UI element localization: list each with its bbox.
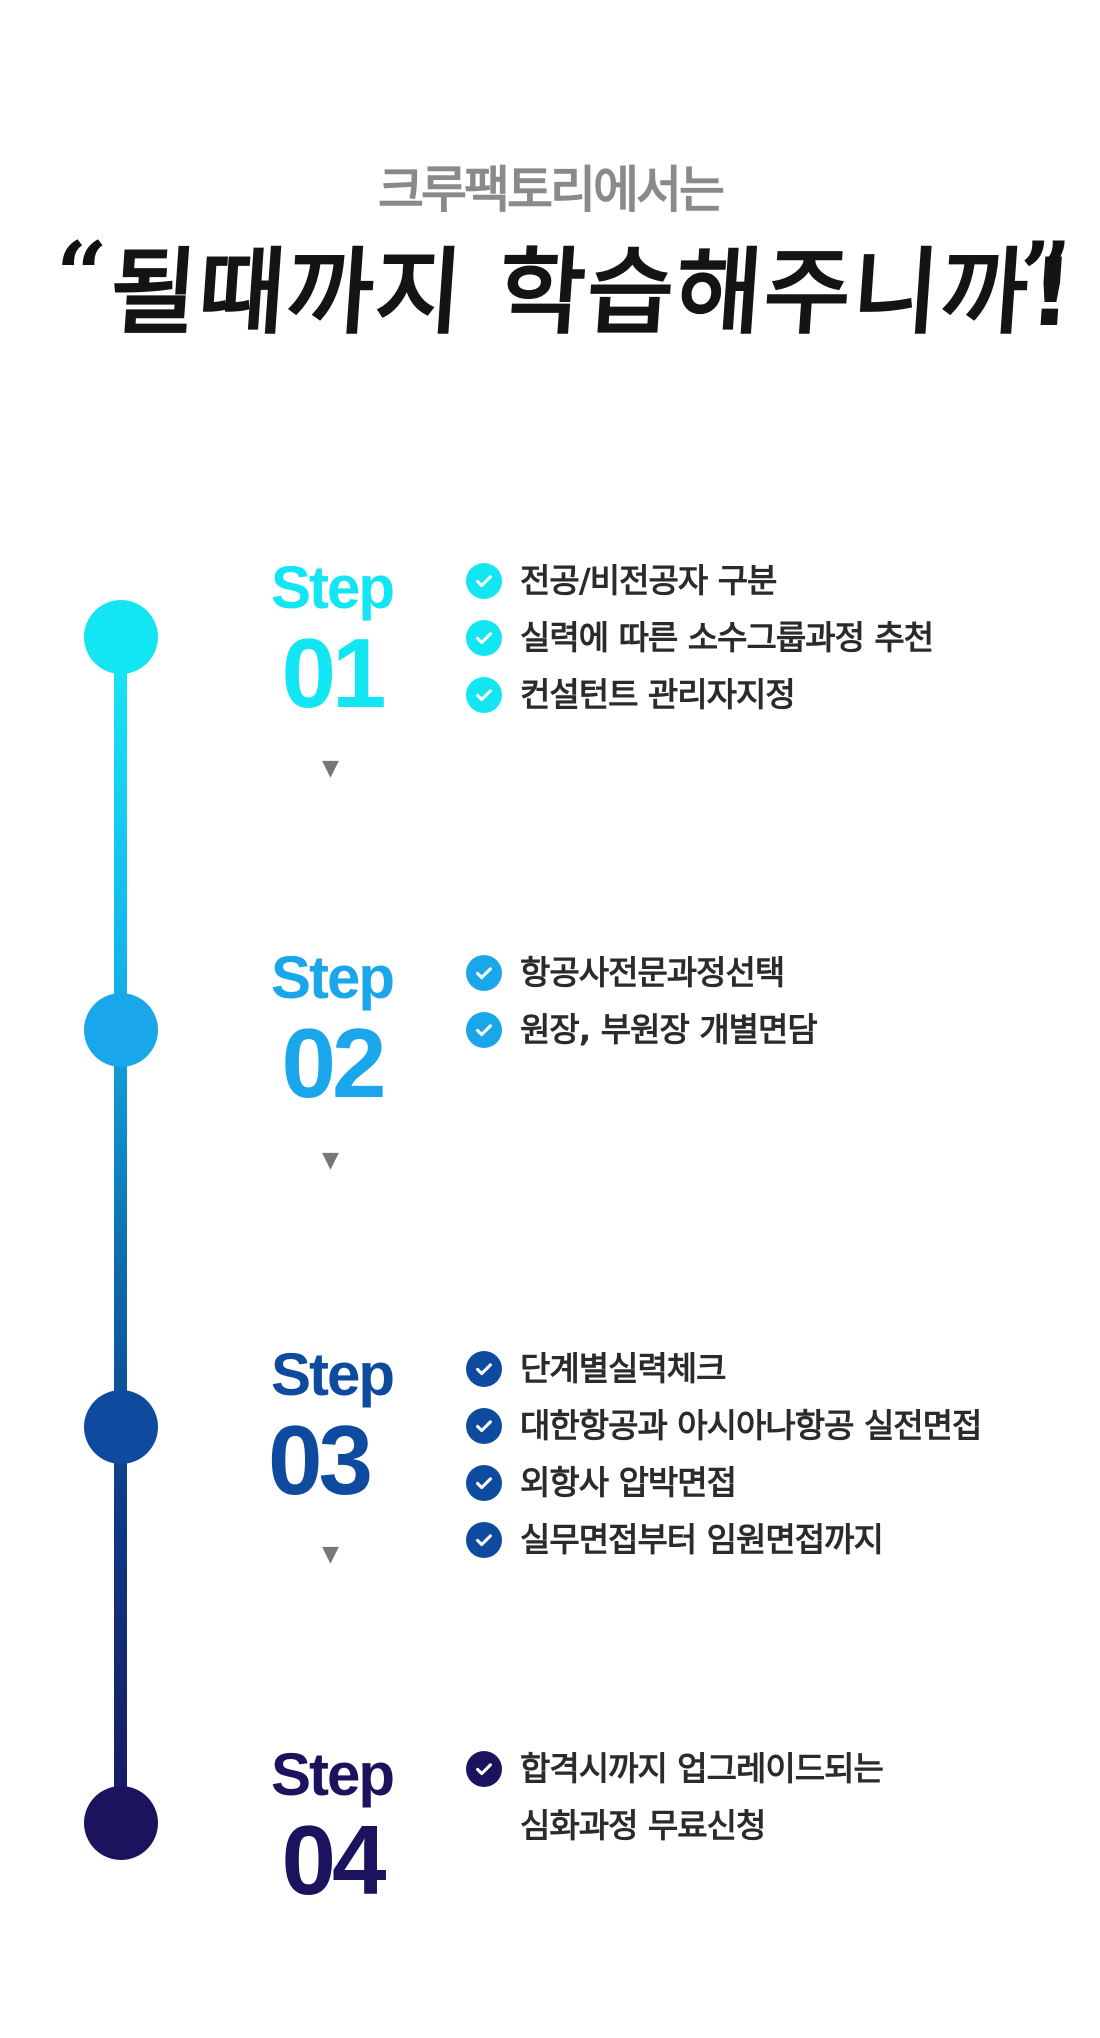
list-item: 외항사 압박면접 bbox=[466, 1454, 981, 1511]
timeline-dot-2 bbox=[84, 993, 158, 1067]
step-4-list: 합격시까지 업그레이드되는 심화과정 무료신청 bbox=[466, 1740, 884, 1854]
list-item-text: 실무면접부터 임원면접까지 bbox=[520, 1520, 884, 1559]
down-arrow-icon: ▼ bbox=[322, 1148, 339, 1173]
step-2-list: 항공사전문과정선택 원장, 부원장 개별면담 bbox=[466, 944, 818, 1058]
list-item-text: 항공사전문과정선택 bbox=[520, 953, 785, 992]
check-circle-icon bbox=[466, 1351, 502, 1387]
list-item-text: 컨설턴트 관리자지정 bbox=[520, 675, 796, 714]
open-quote: “ bbox=[56, 222, 108, 328]
list-item: 컨설턴트 관리자지정 bbox=[466, 666, 933, 723]
step-number: 04 bbox=[281, 1805, 386, 1915]
list-item: 실력에 따른 소수그룹과정 추천 bbox=[466, 609, 934, 666]
page-headline: “ 될때까지 학습해주니까! ” bbox=[0, 230, 1100, 370]
list-item: 실무면접부터 임원면접까지 bbox=[466, 1511, 981, 1568]
check-circle-icon bbox=[466, 620, 502, 656]
step-number: 01 bbox=[281, 618, 386, 728]
list-item: 대한항공과 아시아나항공 실전면접 bbox=[466, 1397, 982, 1454]
list-item: 단계별실력체크 bbox=[466, 1340, 981, 1397]
step-4-label: Step 04 bbox=[262, 1741, 402, 1915]
timeline-dot-1 bbox=[84, 600, 158, 674]
step-word: Step bbox=[270, 1341, 395, 1408]
list-item: 항공사전문과정선택 bbox=[466, 944, 817, 1001]
timeline-dot-3 bbox=[84, 1390, 158, 1464]
step-2-label: Step 02 bbox=[262, 944, 402, 1118]
step-1-label: Step 01 bbox=[262, 554, 402, 728]
list-item-text: 전공/비전공자 구분 bbox=[520, 561, 777, 600]
list-item: 원장, 부원장 개별면담 bbox=[466, 1001, 818, 1058]
list-item-text: 실력에 따른 소수그룹과정 추천 bbox=[520, 618, 934, 657]
list-item-text: 합격시까지 업그레이드되는 bbox=[520, 1749, 884, 1788]
list-item-text: 원장, 부원장 개별면담 bbox=[520, 1010, 818, 1049]
list-item-continuation: 심화과정 무료신청 bbox=[466, 1797, 883, 1854]
step-number: 02 bbox=[281, 1008, 386, 1118]
list-item: 합격시까지 업그레이드되는 bbox=[466, 1740, 884, 1797]
down-arrow-icon: ▼ bbox=[322, 756, 339, 781]
check-circle-icon bbox=[466, 1012, 502, 1048]
check-circle-icon bbox=[466, 677, 502, 713]
step-word: Step bbox=[270, 944, 395, 1011]
step-1-list: 전공/비전공자 구분 실력에 따른 소수그룹과정 추천 컨설턴트 관리자지정 bbox=[466, 552, 934, 723]
step-number: 03 bbox=[268, 1405, 373, 1515]
list-item-text: 심화과정 무료신청 bbox=[520, 1806, 766, 1845]
step-3-label: Step 03 bbox=[262, 1341, 402, 1515]
check-circle-icon bbox=[466, 1465, 502, 1501]
check-circle-icon bbox=[466, 1408, 502, 1444]
close-quote: ” bbox=[1020, 222, 1072, 328]
page-subtitle: 크루팩토리에서는 bbox=[378, 161, 725, 219]
headline-text: 될때까지 학습해주니까! bbox=[106, 239, 1079, 348]
step-3-list: 단계별실력체크 대한항공과 아시아나항공 실전면접 외항사 압박면접 실무면접부… bbox=[466, 1340, 982, 1568]
list-item-text: 대한항공과 아시아나항공 실전면접 bbox=[520, 1406, 982, 1445]
timeline-dot-4 bbox=[84, 1786, 158, 1860]
down-arrow-icon: ▼ bbox=[322, 1542, 339, 1567]
check-circle-icon bbox=[466, 1522, 502, 1558]
step-word: Step bbox=[270, 554, 395, 621]
list-item: 전공/비전공자 구분 bbox=[466, 552, 933, 609]
check-circle-icon bbox=[466, 1751, 502, 1787]
list-item-text: 외항사 압박면접 bbox=[520, 1463, 737, 1502]
step-word: Step bbox=[270, 1741, 395, 1808]
list-item-text: 단계별실력체크 bbox=[520, 1349, 727, 1388]
check-circle-icon bbox=[466, 955, 502, 991]
check-circle-icon bbox=[466, 563, 502, 599]
timeline-line bbox=[114, 640, 127, 1840]
